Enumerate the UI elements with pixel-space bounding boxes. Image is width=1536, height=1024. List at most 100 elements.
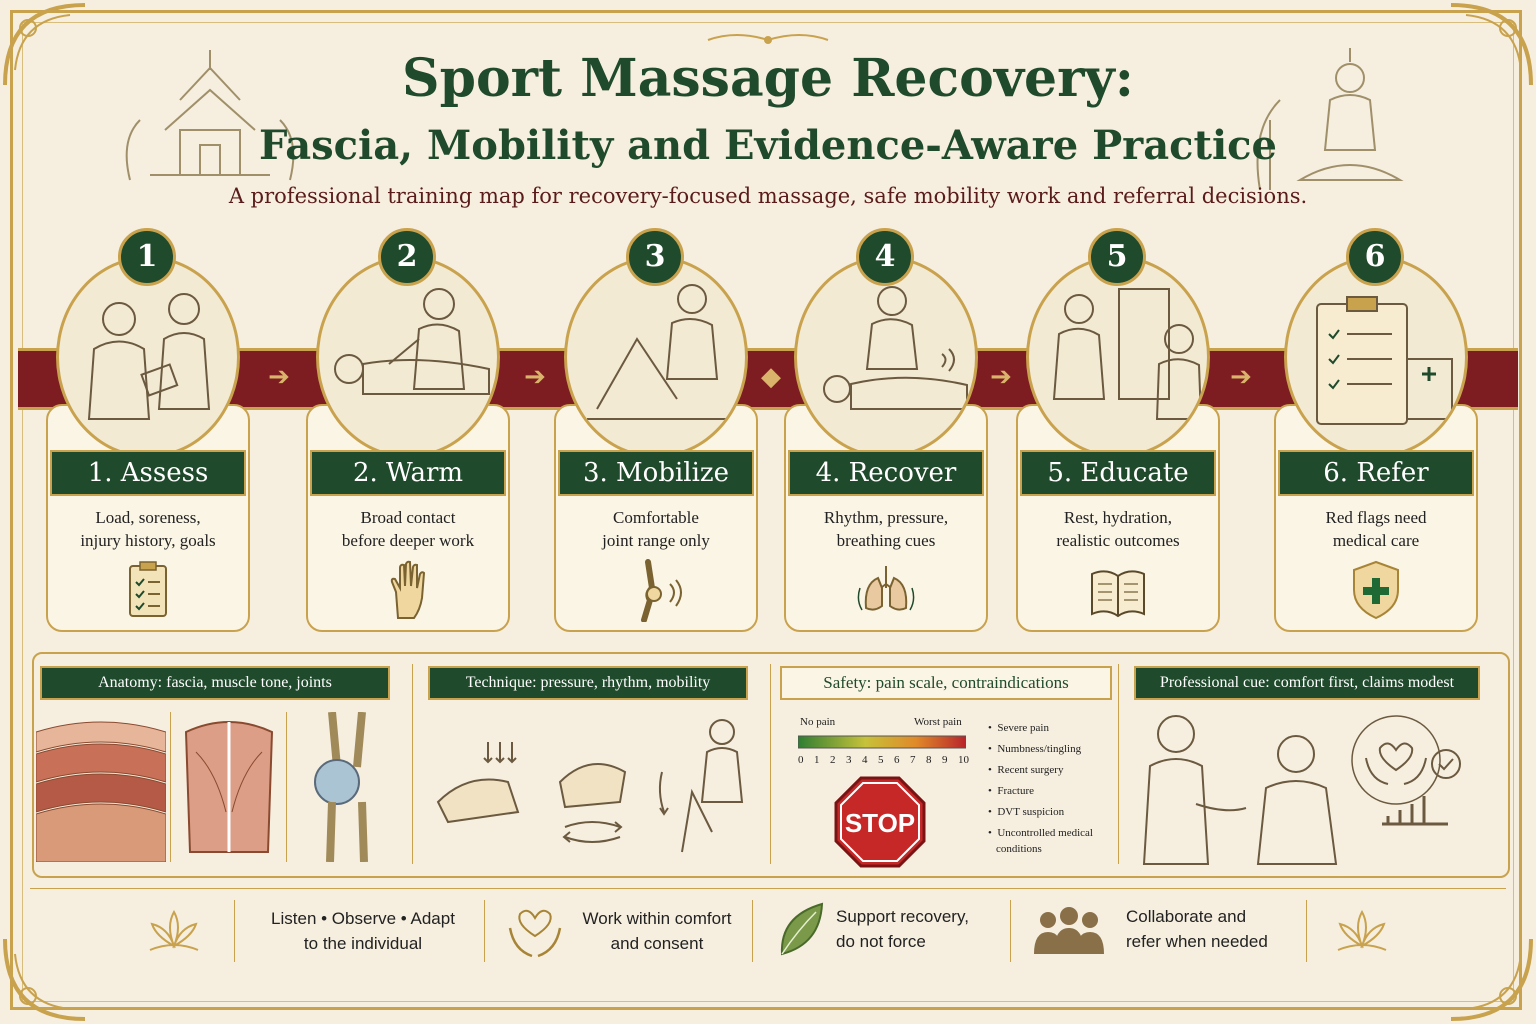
divider bbox=[412, 664, 413, 864]
red-flag-item-continued: conditions bbox=[996, 843, 1042, 855]
red-flag-item: • Severe pain bbox=[988, 722, 1049, 734]
page-subtitle: Fascia, Mobility and Evidence-Aware Prac… bbox=[259, 122, 1277, 169]
red-flag-item: • Fracture bbox=[988, 785, 1035, 797]
lungs-icon bbox=[857, 566, 915, 611]
red-flag-item: • Uncontrolled medical bbox=[988, 827, 1093, 839]
section-heading-technique: Technique: pressure, rhythm, mobility bbox=[428, 666, 748, 700]
step-description: Rhythm, pressure,breathing cues bbox=[823, 508, 949, 550]
practitioner-client-illustration bbox=[1142, 715, 1338, 865]
divider bbox=[1306, 900, 1307, 962]
step-title: 4. Recover bbox=[788, 450, 984, 496]
diamond-ornament-icon: ◆ bbox=[761, 362, 781, 392]
pain-scale-tick-label: 10 bbox=[958, 754, 969, 766]
step-number-badge: 5 bbox=[1088, 228, 1146, 286]
knee-joint-icon bbox=[641, 559, 682, 622]
section-heading-anatomy: Anatomy: fascia, muscle tone, joints bbox=[40, 666, 390, 700]
divider bbox=[752, 900, 753, 962]
pain-scale-tick-label: 0 bbox=[798, 754, 804, 766]
bottom-divider-line bbox=[30, 888, 1506, 889]
pain-scale-bar bbox=[798, 735, 966, 749]
pain-scale-tick-label: 9 bbox=[942, 754, 948, 766]
divider bbox=[286, 712, 287, 862]
temple-illustration bbox=[125, 50, 295, 181]
pain-scale-tick-label: 5 bbox=[878, 754, 884, 766]
pain-scale-tick-label: 8 bbox=[926, 754, 932, 766]
pain-scale-tick-label: 1 bbox=[814, 754, 820, 766]
page-tagline: A professional training map for recovery… bbox=[228, 184, 1308, 208]
step-number-badge: 1 bbox=[118, 228, 176, 286]
section-heading-professional: Professional cue: comfort first, claims … bbox=[1134, 666, 1480, 700]
arrow-right-icon: ➔ bbox=[268, 362, 290, 392]
step-title: 2. Warm bbox=[310, 450, 506, 496]
corner-ornament-icon bbox=[1450, 3, 1533, 86]
step-card-educate: 5 5. Educate Rest, hydration,realistic o… bbox=[1016, 228, 1220, 636]
outer-frame bbox=[10, 10, 1522, 1010]
meditating-figure-illustration bbox=[1256, 48, 1404, 191]
principle-support: Support recovery,do not force bbox=[836, 907, 969, 951]
step-title: 6. Refer bbox=[1278, 450, 1474, 496]
step-illustration-refer bbox=[1284, 256, 1468, 458]
red-flag-item: • DVT suspicion bbox=[988, 806, 1065, 818]
step-illustration-assess bbox=[56, 256, 240, 458]
divider bbox=[170, 712, 171, 862]
pain-scale-tick-label: 4 bbox=[862, 754, 868, 766]
clipboard-checklist-icon bbox=[129, 561, 167, 617]
step-connector-band bbox=[18, 348, 1518, 410]
corner-ornament-icon bbox=[3, 938, 86, 1021]
step-number-badge: 6 bbox=[1346, 228, 1404, 286]
leg-mobility-illustration bbox=[658, 719, 744, 853]
divider bbox=[484, 900, 485, 962]
arrow-right-icon: ➔ bbox=[990, 362, 1012, 392]
step-description: Load, soreness,injury history, goals bbox=[80, 508, 216, 550]
step-illustration-mobilize bbox=[564, 256, 748, 458]
corner-ornament-icon bbox=[1450, 938, 1533, 1021]
divider bbox=[770, 664, 771, 864]
corner-ornament-icon bbox=[3, 3, 86, 86]
step-illustration-warm bbox=[316, 256, 500, 458]
knee-joint-illustration bbox=[314, 712, 368, 862]
lotus-icon bbox=[1337, 909, 1387, 951]
red-flag-item: • Numbness/tingling bbox=[988, 743, 1082, 755]
section-heading-safety: Safety: pain scale, contraindications bbox=[780, 666, 1112, 700]
step-number-badge: 4 bbox=[856, 228, 914, 286]
pain-scale-tick-label: 6 bbox=[894, 754, 900, 766]
step-illustration-educate bbox=[1026, 256, 1210, 458]
step-card-assess: 1 1. Assess Load, soreness,injury histor… bbox=[46, 228, 250, 636]
divider bbox=[234, 900, 235, 962]
pain-scale-tick-label: 2 bbox=[830, 754, 836, 766]
step-number-badge: 2 bbox=[378, 228, 436, 286]
red-flag-item: • Recent surgery bbox=[988, 764, 1064, 776]
pain-scale-tick-label: 3 bbox=[846, 754, 852, 766]
step-title: 5. Educate bbox=[1020, 450, 1216, 496]
stop-sign-text: STOP bbox=[845, 808, 915, 838]
palm-pressure-illustration bbox=[436, 742, 520, 824]
care-icons-group bbox=[1351, 715, 1461, 826]
arrow-right-icon: ➔ bbox=[1230, 362, 1252, 392]
divider bbox=[1010, 900, 1011, 962]
step-title: 3. Mobilize bbox=[558, 450, 754, 496]
open-book-icon bbox=[1091, 570, 1145, 618]
open-hand-icon bbox=[390, 560, 426, 619]
page-title: Sport Massage Recovery: bbox=[402, 48, 1134, 109]
leaf-icon bbox=[780, 902, 824, 956]
step-description: Rest, hydration,realistic outcomes bbox=[1056, 508, 1180, 550]
pain-scale-max-label: Worst pain bbox=[914, 716, 962, 728]
inner-frame bbox=[22, 22, 1514, 1002]
pain-scale-min-label: No pain bbox=[800, 716, 836, 728]
rhythmic-hands-illustration bbox=[558, 763, 627, 843]
people-group-icon bbox=[1034, 907, 1104, 954]
step-illustration-recover bbox=[794, 256, 978, 458]
title-ornament-icon bbox=[707, 34, 829, 44]
pain-scale-tick-label: 7 bbox=[910, 754, 916, 766]
step-number-badge: 3 bbox=[626, 228, 684, 286]
back-muscles-illustration bbox=[184, 721, 274, 853]
